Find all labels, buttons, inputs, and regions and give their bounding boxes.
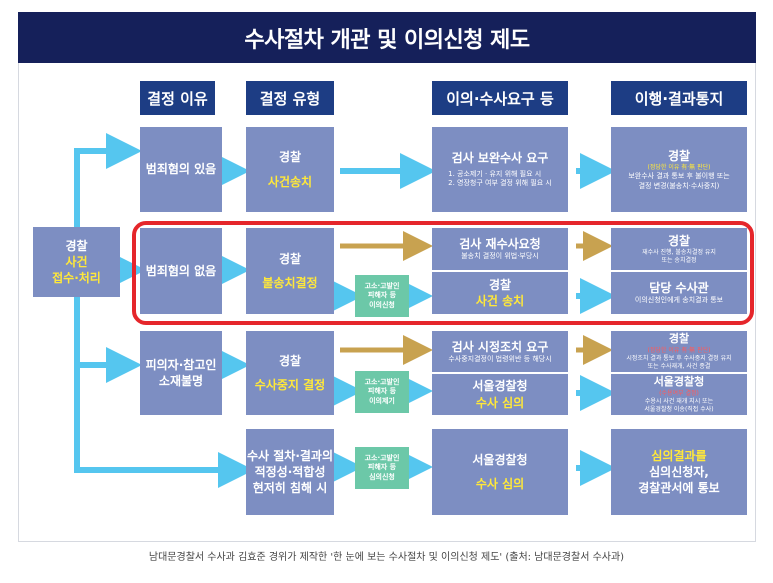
header-reason: 결정 이유 [140, 81, 215, 115]
start-case-label: 사건 [65, 254, 88, 269]
objection-row2-bottom-value: 사건 송치 [475, 294, 525, 308]
result-row3-bottom-note: (수용여부 결정) [659, 389, 699, 397]
reason-suspected-box: 범죄혐의 있음 [140, 127, 222, 212]
objection-row4-box: 서울경찰청 수사 심의 [432, 429, 568, 515]
reason-not-suspected-box: 범죄혐의 없음 [140, 228, 222, 314]
type-row2-label: 경찰 [278, 251, 302, 266]
start-police-label: 경찰 [65, 238, 88, 253]
result-row3-bottom-detail: 수용시 사건 재개 지시 또는 서울경찰청 이송(직접 수사) [644, 397, 714, 413]
objection-row1-detail: 1. 공소제기 · 유지 위해 필요 시 2. 영장청구 여부 결정 위해 필요… [448, 169, 552, 188]
diagram-title: 수사절차 개관 및 이의신청 제도 [18, 12, 756, 63]
result-row1-detail: 보완수사 결과 통보 후 불이행 또는 결정 변경(불송치·수사중지) [628, 172, 730, 190]
result-row3-bottom-title: 서울경찰청 [653, 374, 705, 388]
type-row1-value: 사건송치 [267, 174, 313, 189]
objection-row3-bottom-label: 서울경찰청 [472, 379, 528, 394]
type-row1-label: 경찰 [278, 150, 302, 165]
result-row4-line1: 심의결과를 [651, 448, 707, 463]
objection-row2-bottom-box: 경찰 사건 송치 [432, 272, 568, 314]
objection-row3-top-title: 검사 시정조치 요구 [451, 339, 549, 354]
result-row2-bottom-detail: 이의신청인에게 송치결과 통보 [634, 296, 724, 305]
figure-caption: 남대문경찰서 수사과 김효준 경위가 제작한 '한 눈에 보는 수사절차 및 이… [148, 552, 625, 563]
start-intake-label: 접수·처리 [52, 271, 101, 286]
objection-row1-box: 검사 보완수사 요구 1. 공소제기 · 유지 위해 필요 시 2. 영장청구 … [432, 127, 568, 212]
result-row2-top-box: 경찰 재수사 진행, 불송치결정 유지 또는 송치결정 [611, 228, 747, 270]
type-row4-text: 수사 절차·결과의 적정성·적합성 현저히 침해 시 [246, 448, 334, 496]
type-row1-box: 경찰 사건송치 [246, 127, 334, 212]
highlight-frame [132, 221, 754, 325]
result-row1-title: 경찰 [667, 148, 691, 163]
result-row1-note: (정당한 이유 有·無 판단) [647, 164, 711, 172]
type-row4-box: 수사 절차·결과의 적정성·적합성 현저히 침해 시 [246, 429, 334, 515]
result-row2-top-detail: 재수사 진행, 불송치결정 유지 또는 송치결정 [642, 249, 716, 265]
result-row3-top-box: 경찰 (정당한 이유 有·無 판단) 시정조치 결과 통보 후 수사중지 결정 … [611, 331, 747, 372]
objection-row4-label: 서울경찰청 [472, 452, 528, 467]
result-row3-top-detail: 시정조치 결과 통보 후 수사중지 결정 유지 또는 수사재개, 사건 종결 [626, 354, 732, 370]
objection-raise-box: 고소·고발인 피해자 등 이의제기 [355, 371, 409, 413]
start-police-box: 경찰 사건 접수·처리 [33, 227, 120, 297]
type-row3-value: 수사중지 결정 [254, 378, 326, 392]
result-row2-top-title: 경찰 [667, 233, 691, 248]
result-row3-bottom-box: 서울경찰청 (수용여부 결정) 수용시 사건 재개 지시 또는 서울경찰청 이송… [611, 374, 747, 415]
type-row2-value: 불송치결정 [262, 276, 318, 290]
result-row4-box: 심의결과를 심의신청자, 경찰관서에 통보 [611, 429, 747, 515]
objection-row3-top-box: 검사 시정조치 요구 수사중지결정이 법령위반 등 해당시 [432, 331, 568, 372]
objection-row2-top-title: 검사 재수사요청 [459, 237, 541, 252]
result-row3-top-title: 경찰 [668, 331, 690, 345]
type-row3-box: 경찰 수사중지 결정 [246, 331, 334, 415]
result-row2-bottom-title: 담당 수사관 [649, 281, 709, 296]
objection-row4-value: 수사 심의 [475, 477, 525, 491]
header-objection: 이의·수사요구 등 [432, 81, 568, 115]
reason-not-suspected-label: 범죄혐의 없음 [145, 263, 217, 278]
header-type: 결정 유형 [246, 81, 334, 115]
objection-row2-top-detail: 불송치 결정이 위법·부당시 [461, 252, 539, 261]
objection-row3-bottom-value: 수사 심의 [475, 395, 525, 410]
objection-row1-title: 검사 보완수사 요구 [451, 151, 549, 166]
objection-row2-top-box: 검사 재수사요청 불송치 결정이 위법·부당시 [432, 228, 568, 270]
objection-filing-box: 고소·고발인 피해자 등 이의신청 [355, 275, 409, 317]
reason-unknown-label: 피의자·참고인 소재불명 [145, 357, 217, 388]
objection-row3-top-detail: 수사중지결정이 법령위반 등 해당시 [448, 354, 552, 363]
reason-suspected-label: 범죄혐의 있음 [145, 162, 217, 177]
review-request-box: 고소·고발인 피해자 등 심의신청 [355, 447, 409, 489]
type-row2-box: 경찰 불송치결정 [246, 228, 334, 314]
result-row4-line3: 경찰관서에 통보 [638, 481, 720, 496]
result-row2-bottom-box: 담당 수사관 이의신청인에게 송치결과 통보 [611, 272, 747, 314]
result-row1-box: 경찰 (정당한 이유 有·無 판단) 보완수사 결과 통보 후 불이행 또는 결… [611, 127, 747, 212]
objection-row2-bottom-label: 경찰 [488, 277, 512, 292]
type-row3-label: 경찰 [278, 353, 302, 368]
header-result: 이행·결과통지 [611, 81, 747, 115]
objection-row3-bottom-box: 서울경찰청 수사 심의 [432, 374, 568, 415]
reason-unknown-box: 피의자·참고인 소재불명 [140, 331, 222, 415]
result-row3-top-note: (정당한 이유 有·無 판단) [647, 346, 711, 354]
result-row4-line2: 심의신청자, [649, 464, 709, 479]
